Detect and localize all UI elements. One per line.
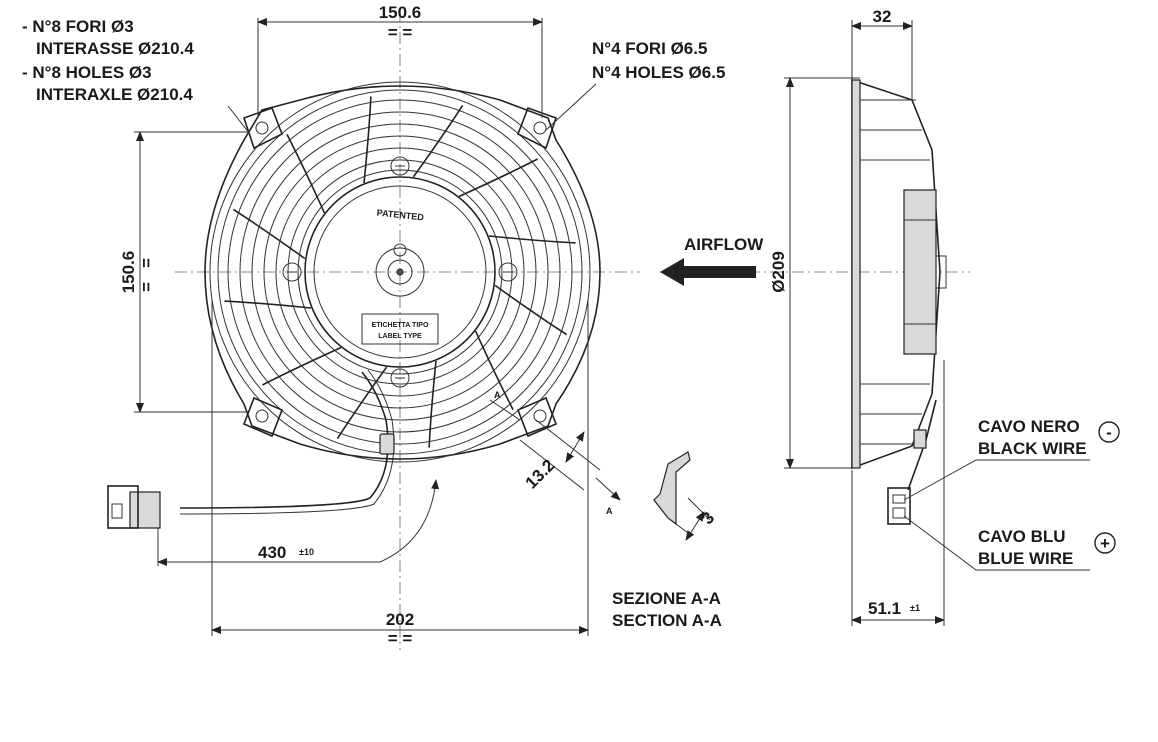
side-cable-clip (913, 429, 927, 449)
black-wire-leader (903, 459, 1090, 501)
front-view: PATENTED ETICHETTA TIPO LABEL TYPE A 150… (22, 3, 725, 650)
holes-note-line-2: INTERASSE Ø210.4 (36, 39, 194, 58)
guard-rings (227, 99, 573, 445)
black-wire-label-1: CAVO NERO (978, 417, 1080, 436)
section-profile (653, 451, 691, 526)
side-flange (851, 79, 861, 469)
mount-note-line-2: N°4 HOLES Ø6.5 (592, 63, 725, 82)
motor-shaft-boss (375, 247, 425, 297)
guard-ring (227, 99, 573, 445)
section-marker-front: A (494, 390, 501, 400)
guard-spoke (224, 300, 312, 309)
motor-shaft (396, 268, 404, 276)
label-box (361, 313, 439, 345)
dim-height-left-label: 150.6 (119, 251, 138, 294)
guard-spoke (336, 366, 388, 440)
mount-note-line-1: N°4 FORI Ø6.5 (592, 39, 707, 58)
dim-overall-width-label: 202 (386, 610, 414, 629)
dim-section-thickness (685, 511, 705, 541)
mounting-ear-top-right (516, 106, 558, 150)
dim-cable-length-label: 430 (258, 543, 286, 562)
blue-wire-label-1: CAVO BLU (978, 527, 1066, 546)
dim-height-left-equal-1: = (137, 258, 156, 268)
guard-spoke (232, 208, 306, 260)
section-thickness-label: 3 (698, 508, 718, 528)
section-title-line-2: SECTION A-A (612, 611, 722, 630)
fan-shroud-ring (209, 81, 591, 463)
blue-wire-leader (903, 515, 1090, 571)
dim-depth-top-label: 32 (873, 7, 892, 26)
hub-stamp: PATENTED (376, 208, 424, 223)
plus-icon: + (1094, 532, 1116, 554)
guard-ring (239, 111, 561, 433)
holes-note-line-1: - N°8 FORI Ø3 (22, 17, 134, 36)
motor-shaft-ring (387, 259, 413, 285)
dim-section-depth (565, 431, 585, 463)
airflow-label: AIRFLOW (684, 235, 764, 254)
guard-spoke (412, 104, 464, 178)
guard-spoke (458, 158, 538, 198)
fan-shroud-ring-inner (217, 89, 583, 455)
dim-depth-bottom-tolerance: ±1 (910, 603, 920, 613)
dim-depth-bottom-label: 51.1 (868, 599, 901, 618)
mounting-ear-bottom-right (516, 396, 558, 438)
label-box-line-2: LABEL TYPE (378, 333, 422, 340)
section-a-a: 13.2 A 3 SEZIONE A-A SECTION A-A (519, 419, 722, 630)
power-cable (179, 371, 389, 509)
guard-spoke (262, 346, 342, 386)
guard-ring (275, 147, 525, 397)
minus-icon: - (1098, 421, 1120, 443)
guard-spoke (363, 96, 372, 184)
dim-cable-length-tolerance: ±10 (299, 547, 314, 557)
holes-note-line-3: - N°8 HOLES Ø3 (22, 63, 152, 82)
screw-right (498, 262, 518, 282)
guard-ring (297, 169, 503, 375)
mounting-ear-bottom-left (242, 396, 284, 438)
guard-spokes (224, 96, 576, 448)
guard-spoke (286, 134, 326, 214)
section-depth-label: 13.2 (522, 456, 559, 493)
label-box-line-1: ETICHETTA TIPO (372, 322, 429, 329)
motor-hub (304, 176, 496, 368)
dim-width-top-label: 150.6 (379, 3, 422, 22)
dim-height-left-equal-2: = (137, 282, 156, 292)
side-view: AIRFLOW Ø209 32 51.1 (660, 7, 1120, 626)
guard-spoke (428, 360, 437, 448)
airflow-arrow-icon (660, 258, 756, 286)
fan-frame (204, 85, 601, 460)
section-marker: A (606, 506, 613, 516)
screw-bottom (390, 368, 410, 388)
screw-top (390, 156, 410, 176)
guard-spoke (494, 284, 568, 336)
svg-text:+: + (1100, 534, 1110, 553)
hub-logo (393, 243, 407, 257)
dim-width-top-equal: = = (388, 23, 413, 42)
section-cut-line (489, 399, 521, 421)
blue-wire-label-2: BLUE WIRE (978, 549, 1073, 568)
mount-note-leader (545, 83, 597, 131)
dim-cable-length (157, 479, 440, 566)
screw-left (282, 262, 302, 282)
dim-diameter-label: Ø209 (769, 251, 788, 293)
side-motor (903, 189, 937, 355)
motor-hub-inner (313, 185, 487, 359)
side-connector (887, 487, 911, 525)
guard-ring (263, 135, 537, 409)
holes-note-leader (227, 105, 251, 135)
cable-clip (379, 433, 395, 455)
black-wire-label-2: BLACK WIRE (978, 439, 1087, 458)
side-shaft (935, 255, 947, 289)
dim-overall-width-equal: = = (388, 629, 413, 648)
svg-text:-: - (1106, 423, 1112, 442)
mounting-ear-top-left (242, 106, 284, 150)
guard-ring (251, 123, 549, 421)
guard-spoke (474, 330, 514, 410)
connector (107, 485, 161, 529)
section-title-line-1: SEZIONE A-A (612, 589, 721, 608)
guard-spoke (488, 235, 576, 244)
holes-note-line-4: INTERAXLE Ø210.4 (36, 85, 193, 104)
